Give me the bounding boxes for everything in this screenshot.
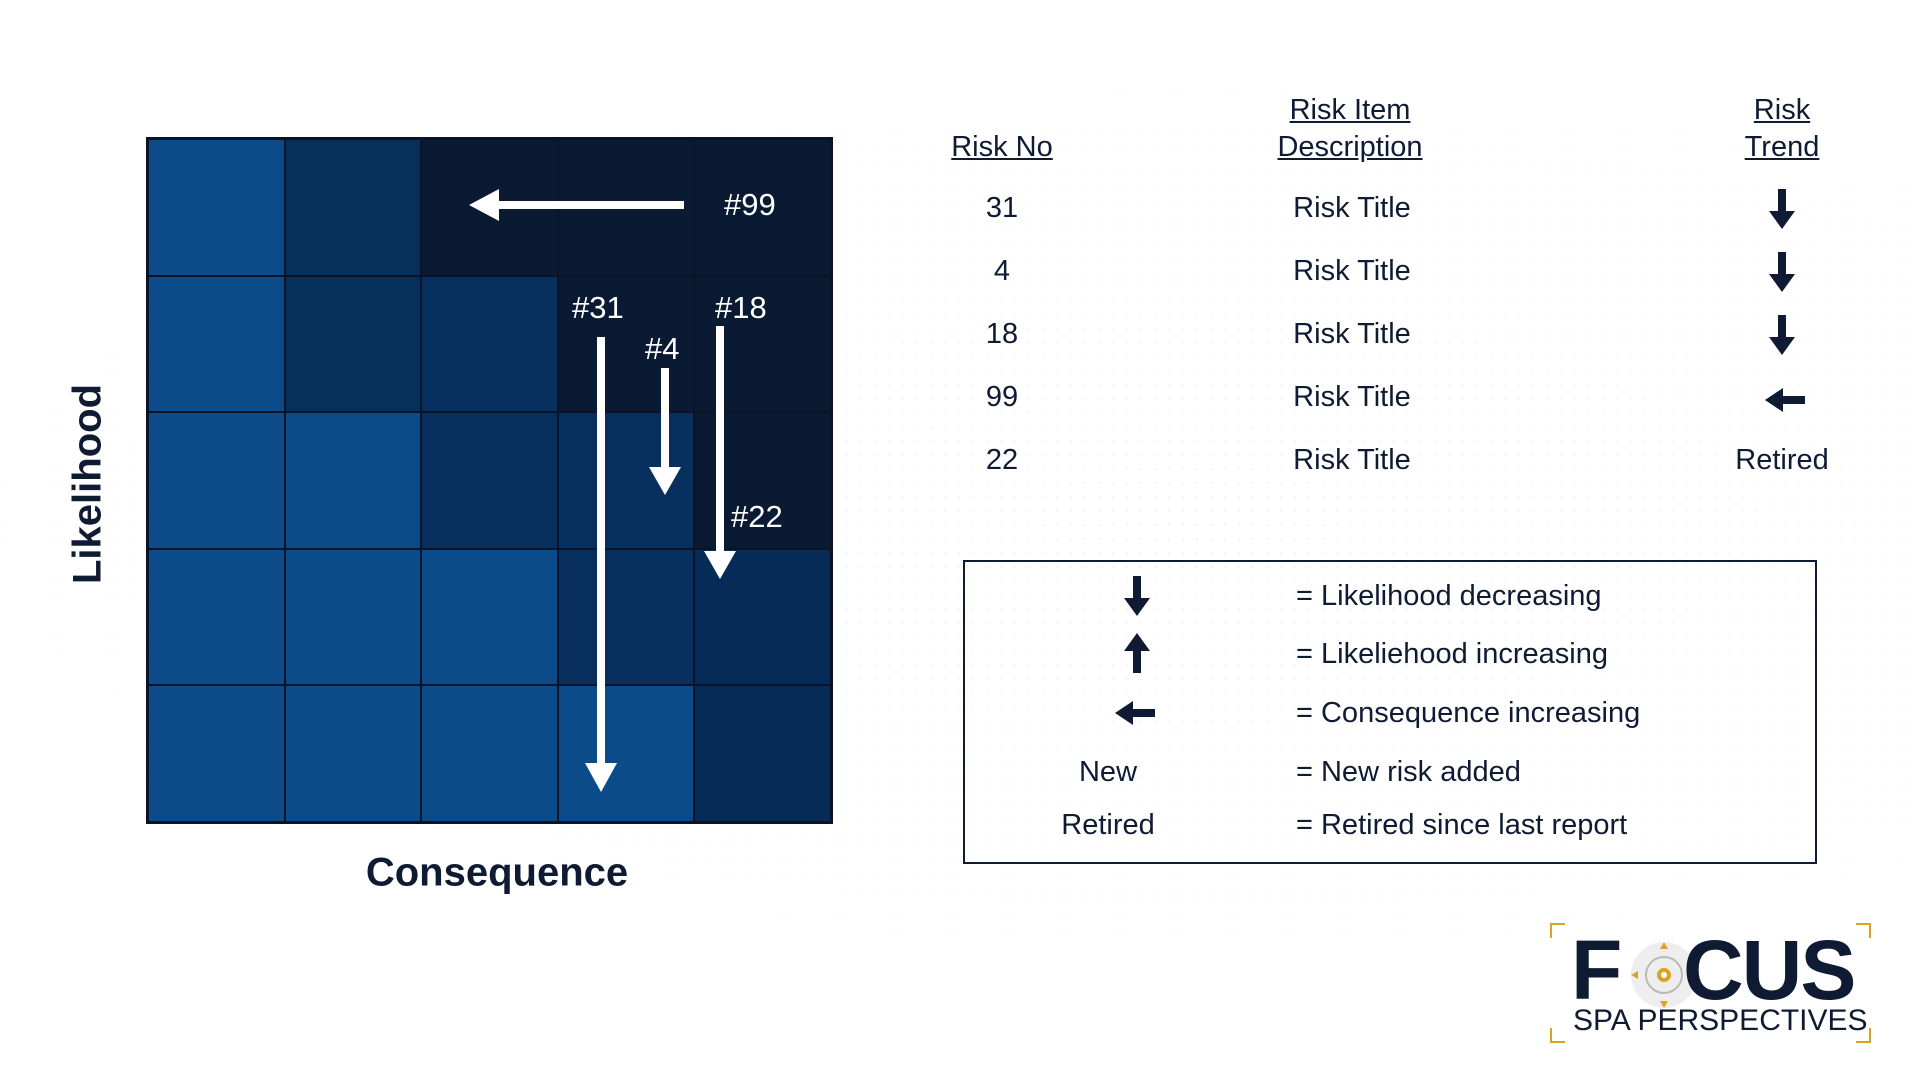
- header-risk-item: Risk Item: [1289, 94, 1411, 126]
- risk-31-arrow: [585, 337, 617, 792]
- risk-18-arrow: [704, 326, 736, 579]
- logo-frame-corners: [1550, 923, 1871, 1043]
- logo-subtitle: SPA PERSPECTIVES: [1573, 1004, 1868, 1037]
- down-arrow-icon: [1124, 576, 1150, 616]
- matrix-cell-r2-c4: [557, 275, 695, 413]
- legend-likelihood-increasing: = Likeliehood increasing: [1296, 638, 1608, 670]
- matrix-cell-r5-c4: [557, 685, 695, 822]
- down-arrow-icon: [1769, 252, 1795, 292]
- header-risk: Risk: [1753, 94, 1811, 126]
- risk-matrix-arrows: #99 #31 #18 #4 #22: [469, 187, 783, 792]
- row-5-title: Risk Title: [1293, 444, 1411, 476]
- row-1-title: Risk Title: [1293, 192, 1411, 224]
- left-arrow-icon: [1115, 701, 1155, 725]
- legend-likelihood-decreasing: = Likelihood decreasing: [1296, 580, 1602, 612]
- legend-retired-symbol: Retired: [1061, 809, 1155, 841]
- camera-lens-icon: [1631, 942, 1697, 1008]
- row-2-title: Risk Title: [1293, 255, 1411, 287]
- header-risk-no: Risk No: [951, 131, 1053, 163]
- matrix-cell-r3-c2: [284, 412, 422, 549]
- up-arrow-icon: [1124, 633, 1150, 673]
- risk-matrix: [146, 137, 833, 824]
- risk-label-4: #4: [645, 331, 679, 366]
- legend-box: = Likelihood decreasing = Likeliehood in…: [963, 560, 1817, 864]
- risk-label-99: #99: [724, 187, 776, 222]
- matrix-cell-r4-c4: [557, 548, 695, 686]
- legend-consequence-increasing: = Consequence increasing: [1296, 697, 1641, 729]
- matrix-cell-r5-c5: [694, 685, 831, 822]
- matrix-cell-r1-c1: [148, 139, 285, 276]
- matrix-cell-r5-c2: [284, 685, 422, 822]
- legend-new-risk-added: = New risk added: [1296, 756, 1521, 788]
- matrix-cell-r2-c2: [284, 275, 422, 413]
- header-trend: Trend: [1744, 131, 1820, 163]
- risk-label-18: #18: [715, 290, 767, 325]
- down-arrow-icon: [1769, 189, 1795, 229]
- risk-label-22: #22: [731, 499, 783, 534]
- matrix-cell-r3-c1: [148, 412, 285, 549]
- row-5-risk-no: 22: [985, 444, 1019, 476]
- row-3-title: Risk Title: [1293, 318, 1411, 350]
- row-2-risk-no: 4: [993, 255, 1011, 287]
- risk-99-arrow: [469, 189, 684, 221]
- row-5-trend-retired: Retired: [1735, 444, 1829, 476]
- matrix-cell-r2-c3: [421, 275, 558, 413]
- legend-new-symbol: New: [1078, 756, 1138, 788]
- left-arrow-icon: [1765, 388, 1805, 412]
- matrix-cell-r4-c3: [421, 548, 558, 686]
- matrix-cell-r4-c1: [148, 548, 285, 686]
- risk-4-arrow: [649, 368, 681, 495]
- matrix-cell-r1-c2: [284, 139, 422, 276]
- matrix-cell-r1-c5: [694, 139, 831, 276]
- legend-retired-since-last-report: = Retired since last report: [1296, 809, 1628, 841]
- likelihood-axis-label: Likelihood: [65, 384, 110, 584]
- matrix-cell-r4-c2: [284, 548, 422, 686]
- matrix-cell-r3-c3: [421, 412, 558, 549]
- row-1-risk-no: 31: [985, 192, 1019, 224]
- down-arrow-icon: [1769, 315, 1795, 355]
- matrix-cell-r5-c3: [421, 685, 558, 822]
- row-3-risk-no: 18: [985, 318, 1019, 350]
- focus-logo: F CUS SPA PERSPECTIVES: [1549, 922, 1872, 1044]
- matrix-cell-r5-c1: [148, 685, 285, 822]
- logo-letters-cus: CUS: [1683, 923, 1856, 1017]
- logo-letter-f: F: [1571, 923, 1622, 1017]
- risk-label-31: #31: [572, 290, 624, 325]
- consequence-axis-label: Consequence: [365, 850, 629, 895]
- header-description: Description: [1277, 131, 1423, 163]
- row-4-title: Risk Title: [1293, 381, 1411, 413]
- matrix-cell-r2-c1: [148, 275, 285, 413]
- row-4-risk-no: 99: [985, 381, 1019, 413]
